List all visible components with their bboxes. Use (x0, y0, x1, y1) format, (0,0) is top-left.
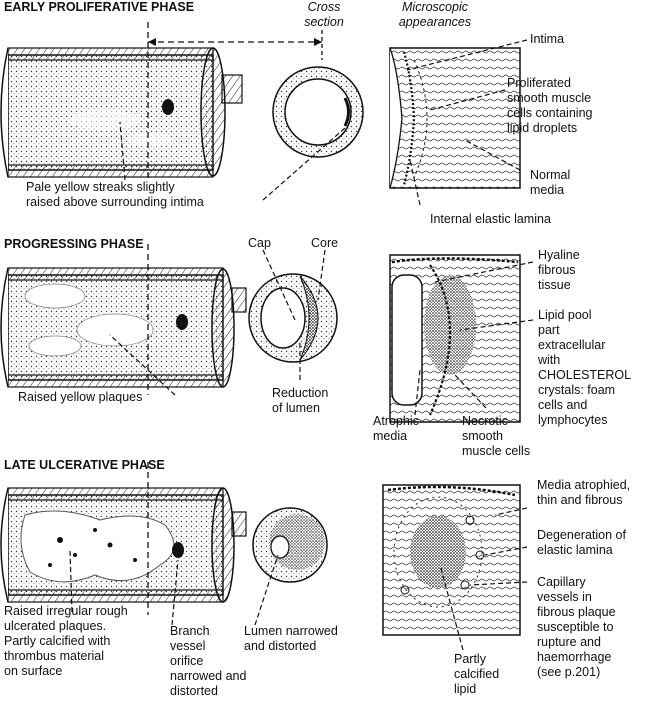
progressing-hyaline-label: Hyaline fibrous tissue (538, 248, 580, 292)
early-normal-media-label: Normal media (530, 168, 571, 197)
progressing-reduction-label: Reduction of lumen (272, 386, 329, 415)
progressing-gross-label: Raised yellow plaques (18, 390, 143, 404)
early-micro (389, 47, 521, 189)
progressing-atrophic-label: Atrophic media (373, 414, 419, 443)
early-proliferated-label: Proliferated smooth muscle cells contain… (507, 76, 593, 135)
late-lumen-label: Lumen narrowed and distorted (244, 624, 338, 653)
late-micro (382, 484, 521, 636)
late-media-atrophied-label: Media atrophied, thin and fibrous (537, 478, 631, 507)
late-phase-title: LATE ULCERATIVE PHASE (4, 458, 165, 472)
early-internal-elastic-label: Internal elastic lamina (430, 212, 551, 226)
early-phase-title: EARLY PROLIFERATIVE PHASE (4, 0, 195, 14)
early-vessel-gross (0, 47, 243, 178)
late-gross-label: Raised irregular rough ulcerated plaques… (4, 604, 128, 678)
microscopic-header: Microscopic appearances (398, 0, 472, 29)
pointer-lines (69, 39, 534, 651)
early-intima-label: Intima (530, 32, 565, 46)
late-cross-section (252, 507, 328, 583)
progressing-core-label: Core (311, 236, 339, 250)
cross-section-header: Cross section (304, 0, 344, 29)
late-calcified-label: Partly calcified lipid (454, 652, 500, 696)
progressing-necrotic-label: Necrotic smooth muscle cells (462, 414, 531, 458)
early-cross-section (272, 66, 364, 158)
progressing-cross-section (248, 273, 338, 363)
progressing-phase-title: PROGRESSING PHASE (4, 237, 144, 251)
early-gross-label: Pale yellow streaks slightly raised abov… (26, 180, 204, 209)
progressing-lipid-pool-label: Lipid pool part extracellular with CHOLE… (538, 308, 632, 427)
late-degeneration-label: Degeneration of elastic lamina (537, 528, 626, 557)
progressing-vessel-gross (0, 267, 247, 388)
late-branch-label: Branch vessel orifice narrowed and disto… (170, 624, 247, 698)
progressing-micro (389, 254, 521, 423)
late-capillary-label: Capillary vessels in fibrous plaque susc… (537, 575, 616, 679)
progressing-cap-label: Cap (248, 236, 271, 250)
late-vessel-gross (0, 487, 247, 603)
